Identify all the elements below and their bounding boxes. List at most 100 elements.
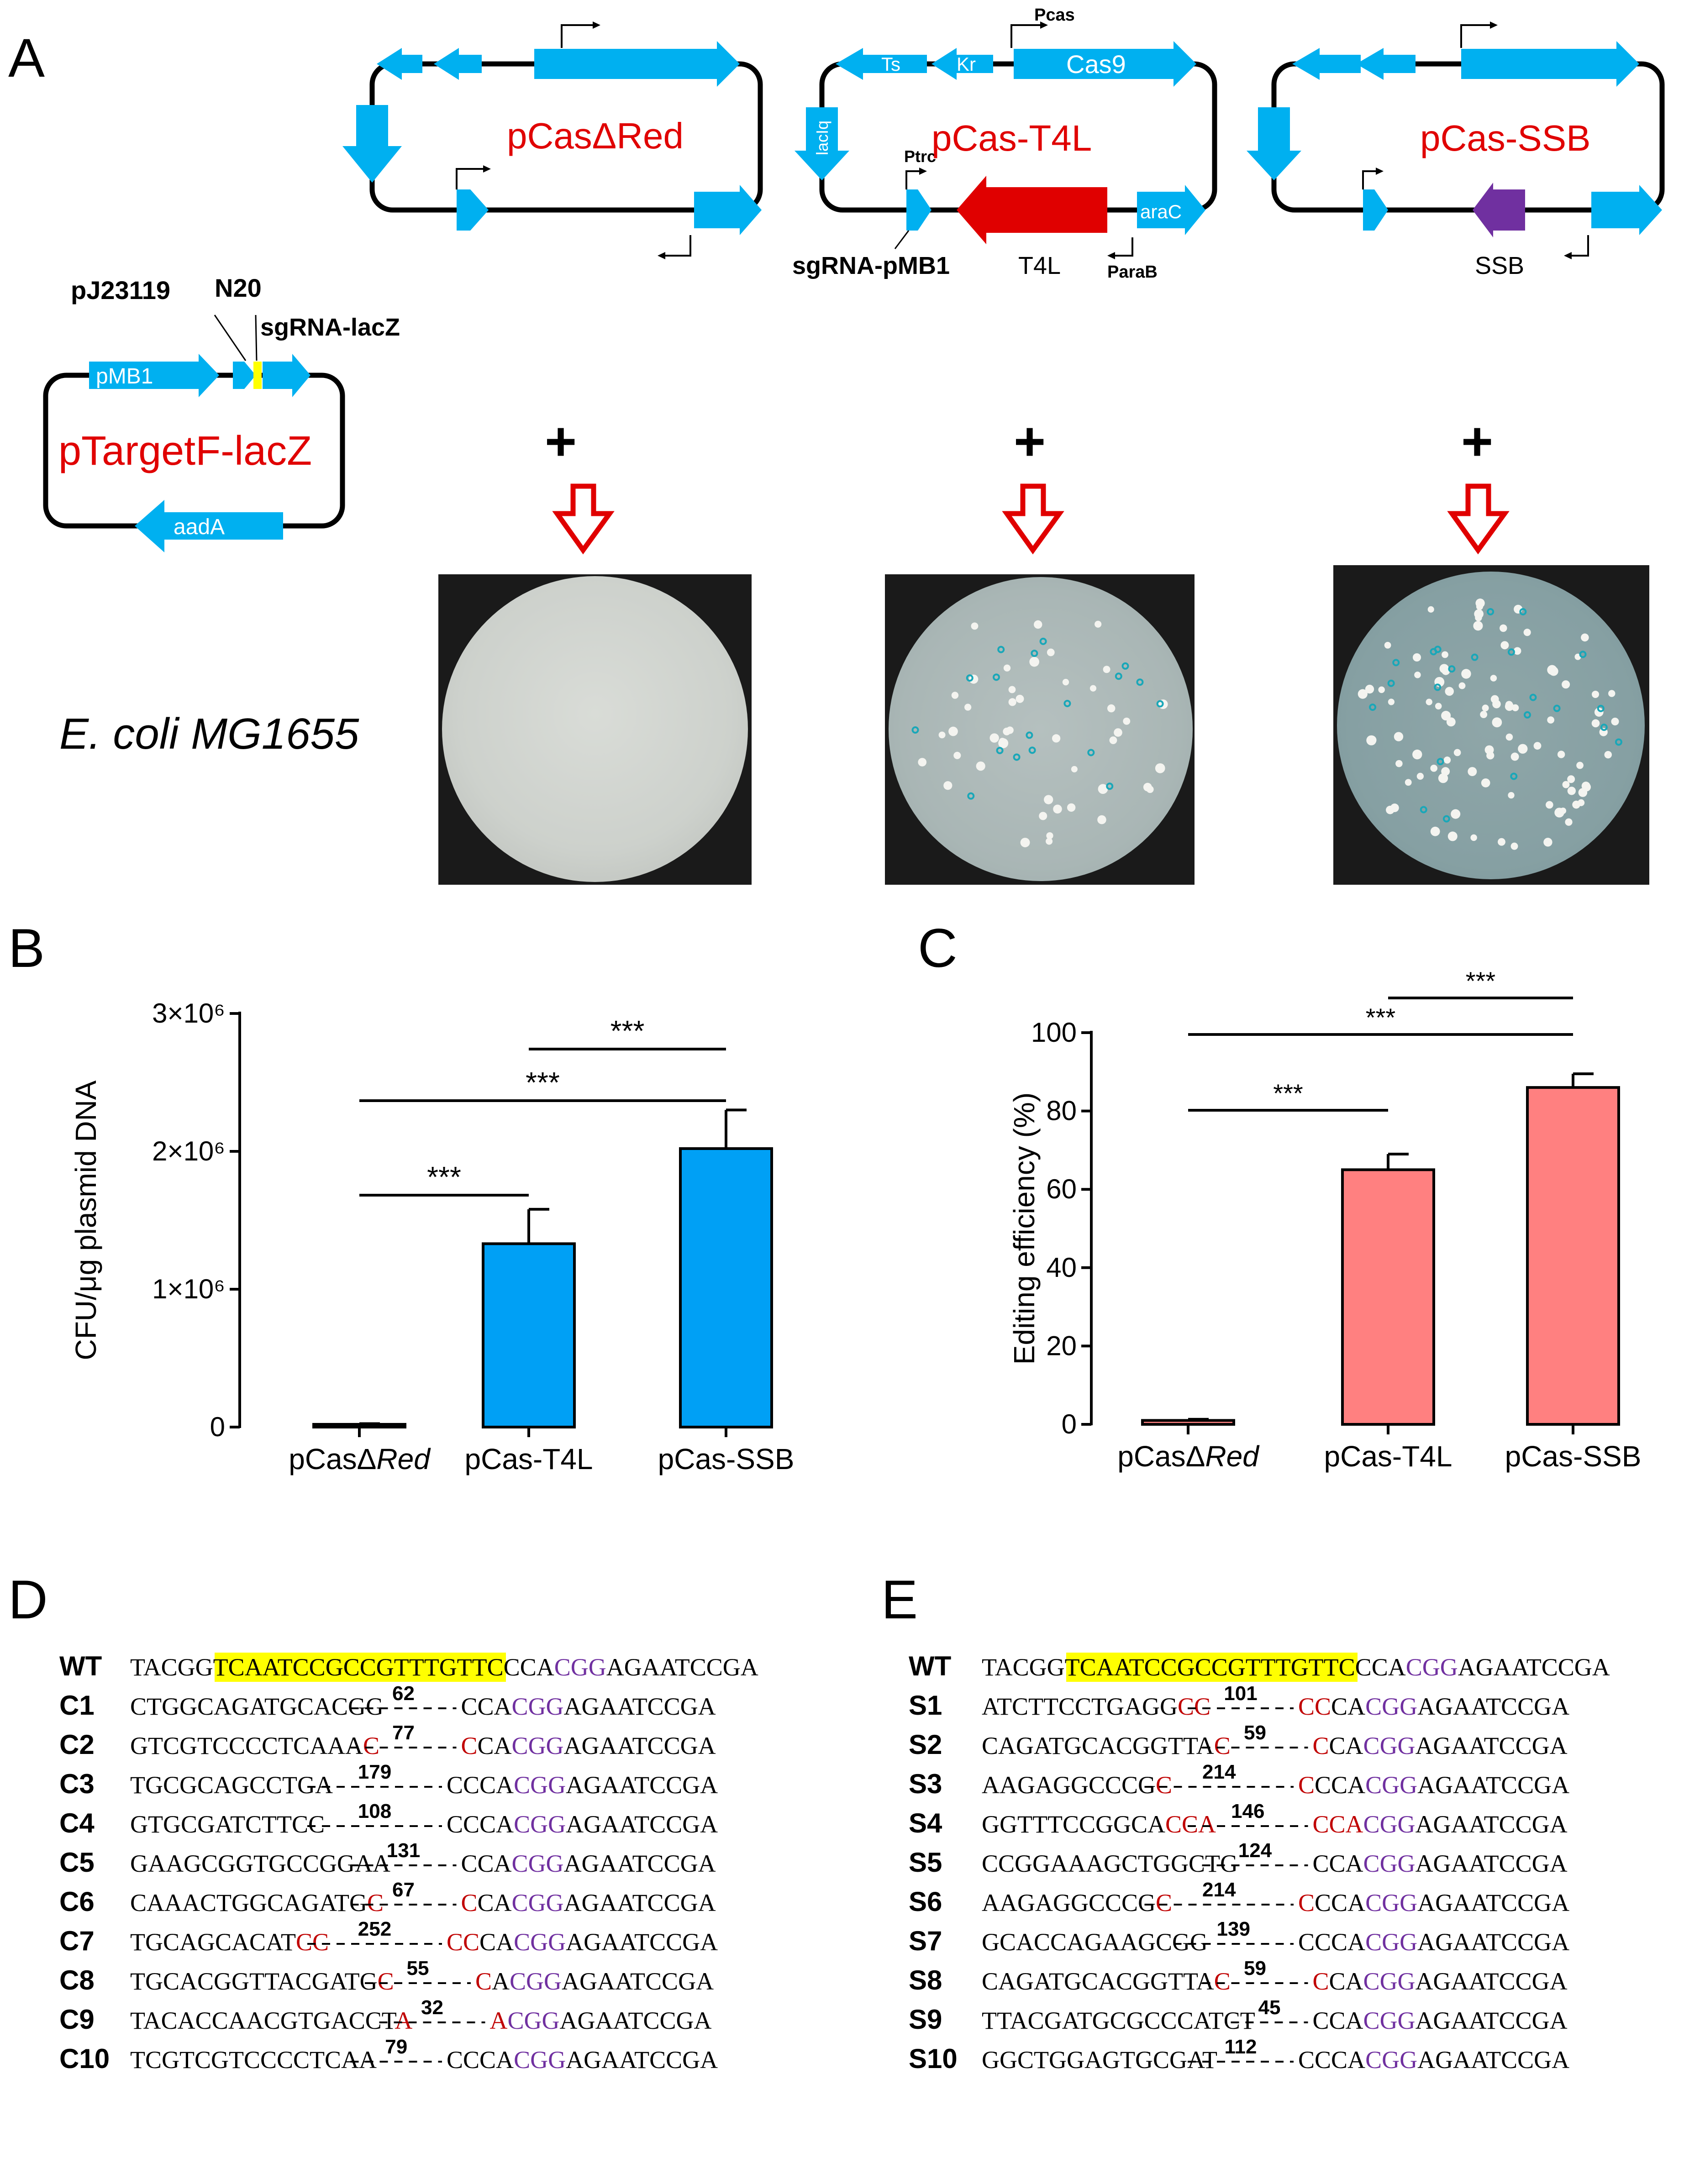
blue-colony: [1115, 672, 1122, 680]
plasmid-map-ssb: SSB pCas-SSB: [1247, 21, 1665, 279]
row-label-c8: C8: [59, 1965, 95, 1995]
promoter-label-pcas: Pcas: [1034, 5, 1075, 25]
clone-right-sequence: CCACGGAGAATCCGA: [461, 1732, 716, 1759]
colonies-t4l: [911, 620, 1168, 847]
white-colony: [1039, 812, 1047, 820]
plasmid-name-t4l: pCas-T4L: [931, 118, 1092, 158]
white-colony: [1547, 665, 1557, 675]
white-colony: [998, 738, 1009, 748]
white-colony: [1557, 751, 1565, 758]
white-colony: [1366, 735, 1377, 746]
white-colony: [1003, 727, 1011, 735]
white-colony: [1003, 664, 1011, 672]
white-colony: [1394, 732, 1404, 741]
white-colony: [1562, 680, 1570, 689]
white-colony: [1578, 799, 1585, 806]
down-arrow-red: [552, 483, 615, 555]
blue-colony: [1031, 650, 1038, 657]
blue-colony: [1392, 659, 1400, 667]
x-tick-label: pCasΔRed: [1117, 1440, 1260, 1473]
clone-right-sequence: CACGGAGAATCCGA: [475, 1968, 714, 1995]
bar-1: [1141, 1419, 1235, 1426]
white-colony: [976, 761, 985, 771]
white-colony: [1547, 716, 1554, 724]
deletion-size: 59: [1244, 1722, 1266, 1744]
deletion-size: 131: [387, 1839, 420, 1862]
white-colony: [1576, 761, 1584, 769]
row-label-s5: S5: [909, 1847, 942, 1878]
clone-right-sequence: CCACGGAGAATCCGA: [1313, 1850, 1568, 1877]
blue-colony: [1487, 608, 1495, 615]
blue-colony: [1387, 679, 1395, 687]
white-colony: [1581, 782, 1590, 791]
blue-colony: [1028, 746, 1036, 754]
n20-region: [253, 362, 262, 389]
y-tick-label: 20: [1046, 1330, 1077, 1361]
blue-colony: [1523, 711, 1531, 719]
white-colony: [1594, 708, 1604, 717]
white-colony: [1046, 832, 1053, 840]
white-colony: [1430, 765, 1438, 772]
blue-colony: [1600, 724, 1608, 731]
y-axis-label: CFU/μg plasmid DNA: [69, 1080, 102, 1360]
promoter-label-pj23119: pJ23119: [71, 276, 170, 304]
wt-sequence: TACGGTCAATCCGCCGTTTGTTCCCACGGAGAATCCGA: [130, 1654, 758, 1681]
bar-2: [1341, 1168, 1435, 1426]
plus-sign-red: +: [545, 411, 577, 472]
clone-left-sequence: TGCGCAGCCTGA: [130, 1771, 333, 1799]
white-colony: [1481, 778, 1490, 788]
white-colony: [1427, 606, 1434, 613]
white-colony: [1546, 801, 1553, 809]
white-colony: [1378, 686, 1385, 693]
white-colony: [953, 751, 961, 759]
white-colony: [1447, 831, 1458, 841]
region-label-n20: N20: [215, 273, 262, 302]
white-colony: [948, 726, 958, 736]
deletion-size: 45: [1258, 1996, 1281, 2019]
panel-label-d: D: [8, 1569, 48, 1630]
white-colony: [1435, 703, 1442, 710]
white-colony: [1020, 838, 1030, 847]
deletion-size: 146: [1231, 1800, 1264, 1822]
clone-left-sequence: TTACGATGCGCCCATCT: [982, 2007, 1255, 2034]
y-tick-label: 40: [1046, 1252, 1077, 1283]
white-colony: [1492, 717, 1502, 728]
white-colony: [1484, 745, 1494, 755]
deletion-size: 77: [392, 1722, 415, 1744]
row-label-s9: S9: [909, 2004, 942, 2035]
white-colony: [1405, 779, 1412, 786]
white-colony: [1098, 784, 1108, 794]
blue-colony: [1121, 662, 1129, 670]
white-colony: [1560, 808, 1567, 814]
blue-colony: [1437, 758, 1444, 766]
clone-right-sequence: CCCACGGAGAATCCGA: [447, 2046, 718, 2074]
x-tick-label: pCas-T4L: [465, 1443, 593, 1475]
blue-colony: [1136, 678, 1144, 686]
clone-left-sequence: GTGCGATCTTCC: [130, 1811, 325, 1838]
clone-right-sequence: CCACGGAGAATCCGA: [1313, 2007, 1568, 2034]
plasmid-name-red: pCasΔRed: [507, 116, 684, 156]
white-colony: [1443, 756, 1451, 764]
significance-stars: ***: [610, 1014, 645, 1047]
row-label-c4: C4: [59, 1808, 95, 1838]
white-colony: [1543, 838, 1552, 847]
gene-label-aada: aadA: [174, 515, 225, 539]
deletion-size: 179: [358, 1761, 391, 1783]
white-colony: [1123, 717, 1131, 725]
white-colony: [1508, 792, 1515, 799]
clone-left-sequence: GGTTTCCGGCACCA: [982, 1811, 1216, 1838]
white-colony: [1438, 773, 1448, 783]
white-colony: [964, 704, 972, 711]
y-tick-label: 100: [1031, 1017, 1077, 1048]
x-tick-label: pCas-SSB: [1505, 1440, 1642, 1473]
blue-colony: [1026, 731, 1033, 739]
white-colony: [1029, 656, 1039, 667]
white-colony: [1581, 633, 1589, 642]
deletion-size: 67: [392, 1879, 415, 1901]
x-tick-label: pCasΔRed: [289, 1443, 431, 1475]
white-colony: [1089, 685, 1097, 692]
plasmid-map-red: pCasΔRed: [342, 21, 763, 259]
promoter-label-parab: ParaB: [1107, 262, 1158, 282]
white-colony: [1414, 672, 1421, 678]
